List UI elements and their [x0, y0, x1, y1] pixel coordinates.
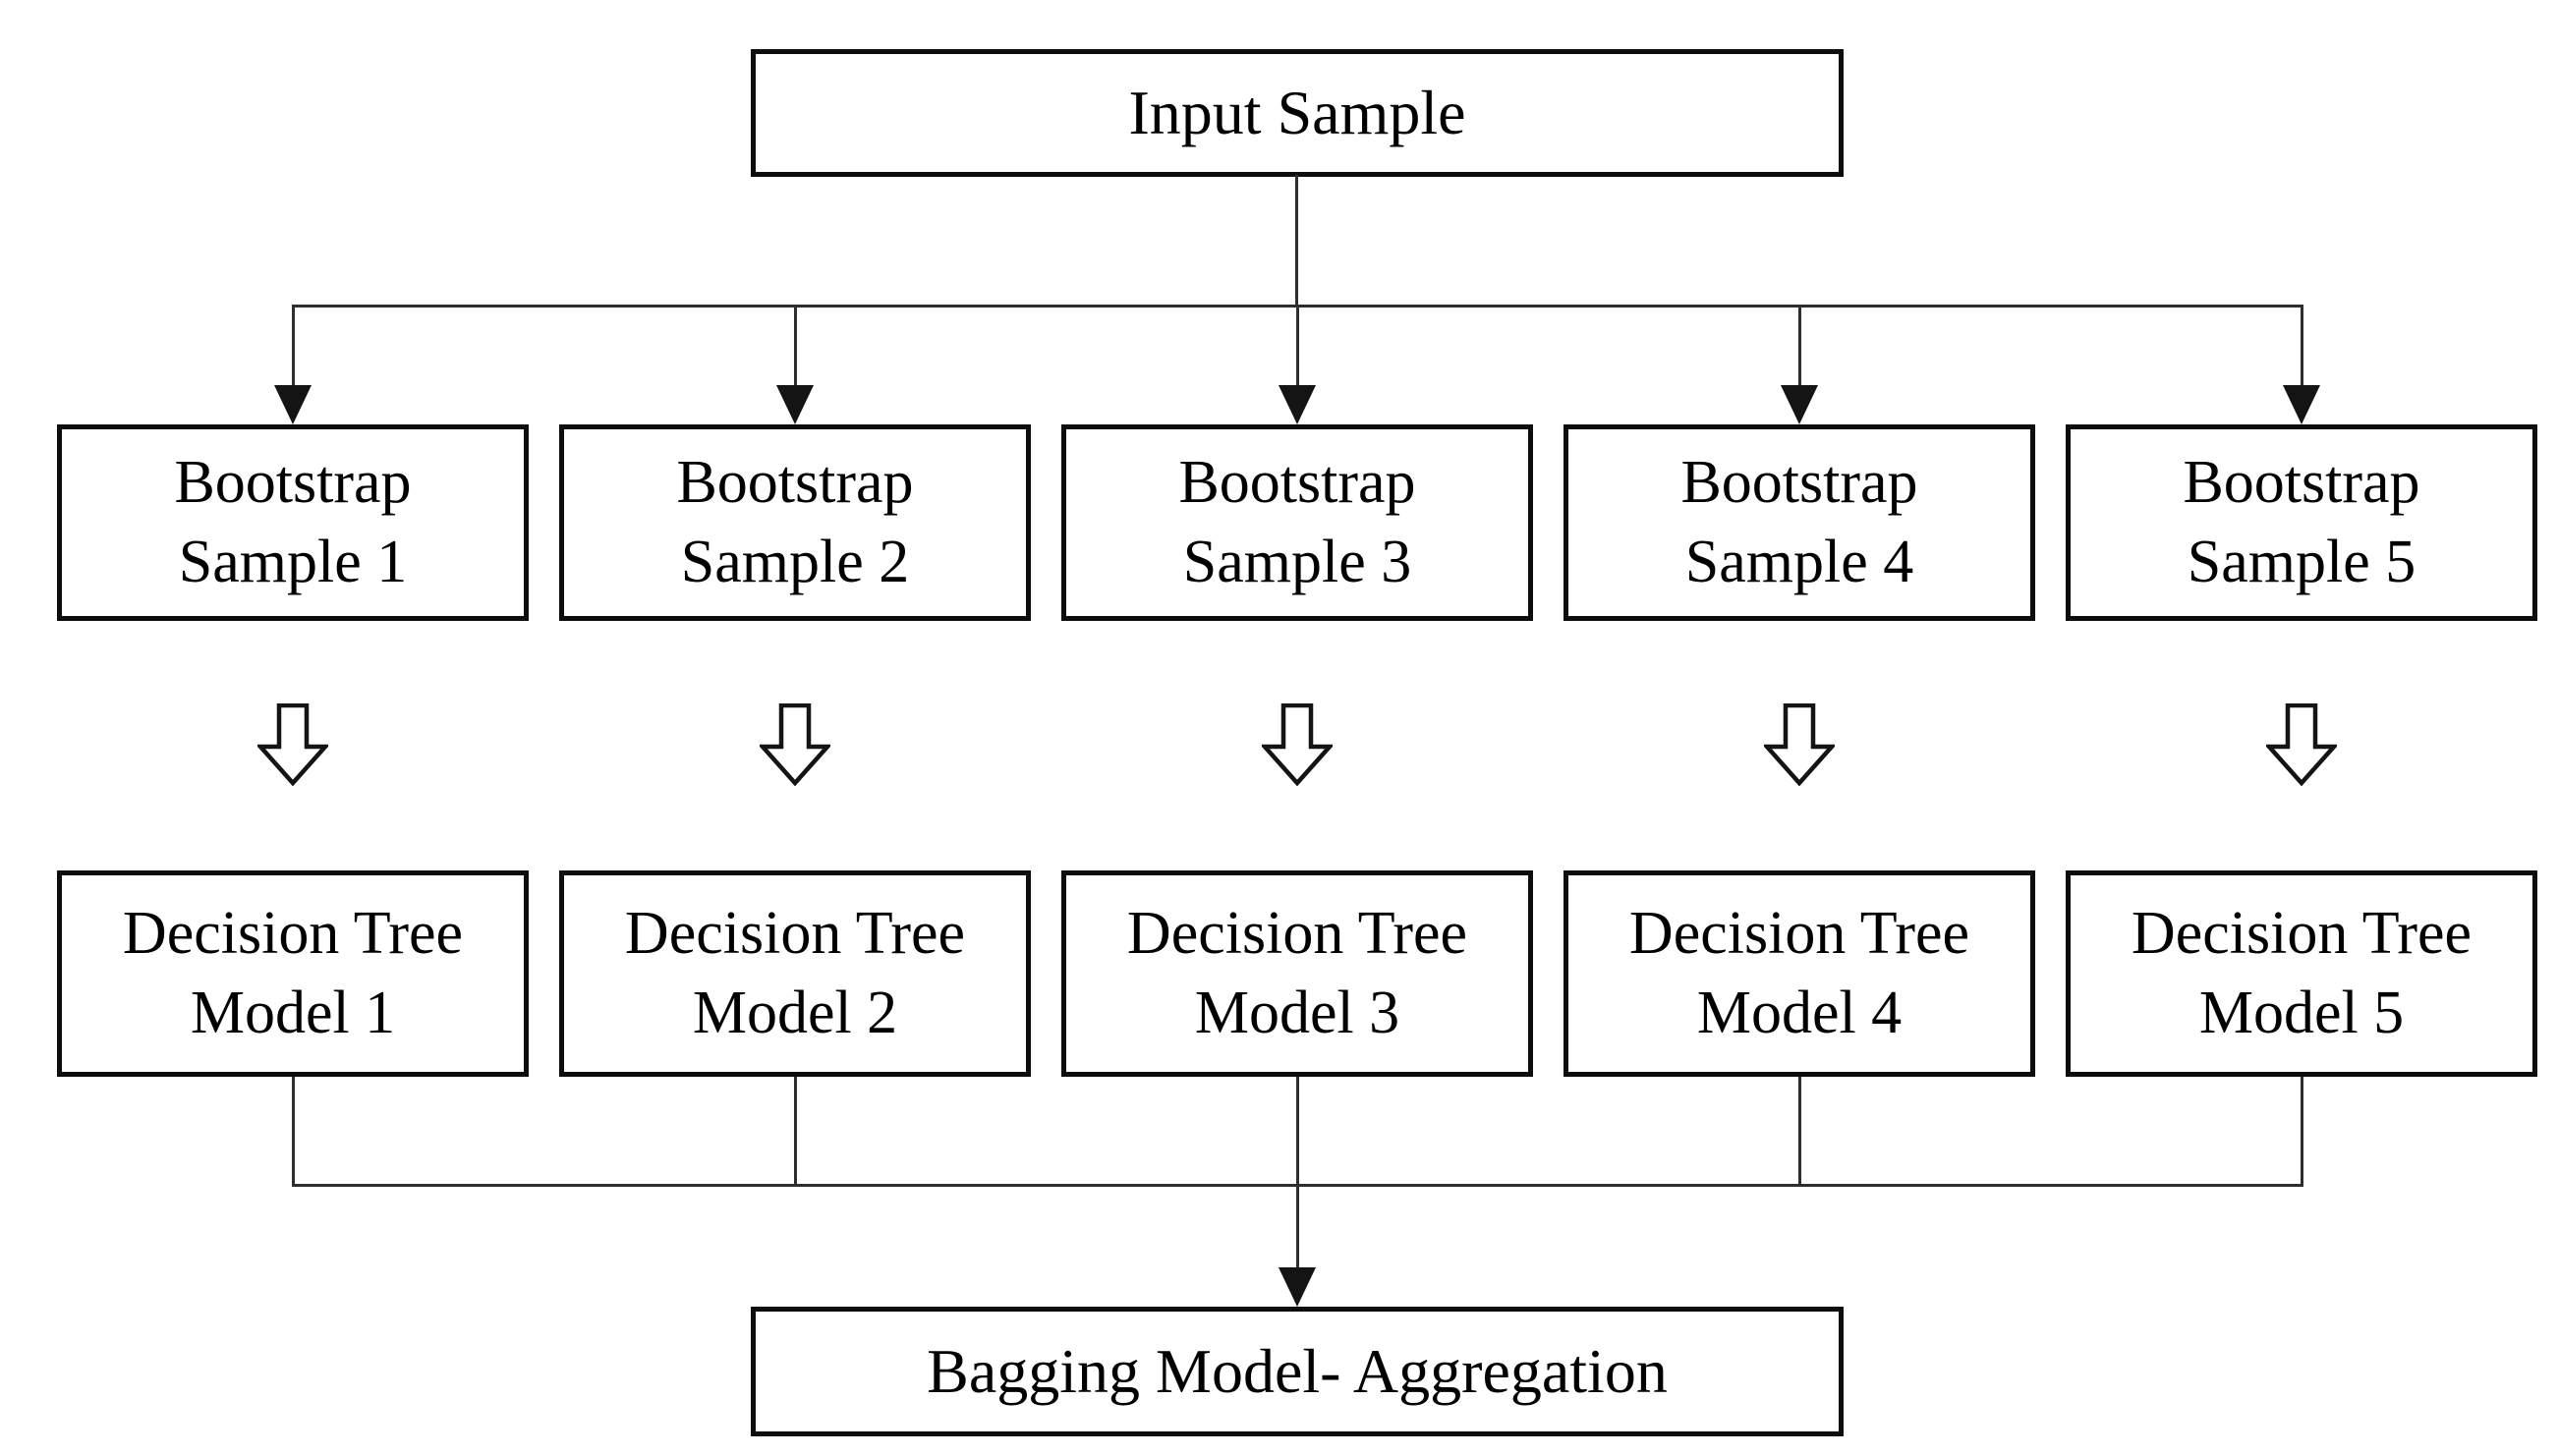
branch-drop-line: [2301, 305, 2303, 391]
bagging-aggregation-node: Bagging Model- Aggregation: [751, 1307, 1844, 1436]
decision-tree-model-node-1: Decision Tree Model 1: [57, 870, 529, 1077]
bootstrap-sample-node-4: Bootstrap Sample 4: [1563, 424, 2035, 621]
bootstrap-sample-node-5: Bootstrap Sample 5: [2066, 424, 2537, 621]
input-to-branch-connector: [1295, 175, 1298, 307]
block-arrow-down-icon: [760, 703, 830, 786]
decision-tree-model-node-2: Decision Tree Model 2: [559, 870, 1031, 1077]
branch-drop-line: [1798, 305, 1801, 391]
block-arrow-down-icon: [257, 703, 328, 786]
decision-tree-model-node-4: Decision Tree Model 4: [1563, 870, 2035, 1077]
arrowhead-down-icon: [1279, 1267, 1316, 1307]
model-collect-connector: [794, 1077, 797, 1187]
block-arrow-down-icon: [2266, 703, 2337, 786]
arrowhead-down-icon: [776, 385, 814, 424]
model-collect-connector: [1798, 1077, 1801, 1187]
branch-drop-line: [292, 305, 295, 391]
block-arrow-down-icon: [1262, 703, 1333, 786]
branch-drop-line: [794, 305, 797, 391]
arrowhead-down-icon: [2283, 385, 2320, 424]
bootstrap-sample-node-1: Bootstrap Sample 1: [57, 424, 529, 621]
decision-tree-model-node-5: Decision Tree Model 5: [2066, 870, 2537, 1077]
arrowhead-down-icon: [274, 385, 312, 424]
branch-drop-line: [1296, 305, 1299, 391]
aggregate-arrow-line: [1296, 1077, 1299, 1269]
model-collect-connector: [2301, 1077, 2303, 1187]
arrowhead-down-icon: [1279, 385, 1316, 424]
block-arrow-down-icon: [1764, 703, 1835, 786]
bootstrap-sample-node-2: Bootstrap Sample 2: [559, 424, 1031, 621]
arrowhead-down-icon: [1781, 385, 1818, 424]
model-collect-connector: [292, 1077, 295, 1187]
bootstrap-sample-node-3: Bootstrap Sample 3: [1061, 424, 1533, 621]
decision-tree-model-node-3: Decision Tree Model 3: [1061, 870, 1533, 1077]
input-sample-node: Input Sample: [751, 49, 1844, 177]
